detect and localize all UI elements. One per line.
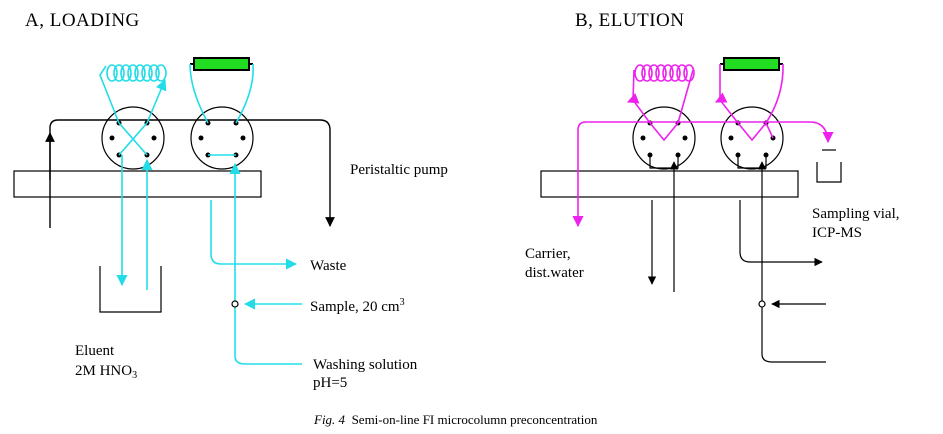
eluent-conc: 2M HNO3 (75, 363, 138, 381)
eluent-label: Eluent (75, 343, 115, 359)
carrier-label: Carrier, (525, 246, 571, 262)
valve-ports-b (640, 120, 776, 158)
black-loop-line-a (49, 119, 335, 228)
black-lines-b (647, 155, 826, 363)
valve-2-a (190, 106, 254, 170)
microcolumn-b (723, 57, 780, 71)
coil-a (106, 64, 167, 82)
cyan-loop-lines-a (99, 63, 254, 156)
sampling-vial-label: Sampling vial, (812, 206, 900, 222)
junction-a (231, 300, 239, 308)
coil-b (634, 64, 695, 82)
sampling-vial (816, 162, 842, 183)
panel-b-title: B, ELUTION (575, 10, 685, 31)
magenta-flow-b (572, 63, 829, 228)
carrier-water-label: dist.water (525, 265, 584, 281)
pump-bar-b (540, 170, 799, 198)
valve-1-b (632, 106, 696, 170)
eluent-vessel (99, 266, 162, 313)
pump-bar-a (13, 170, 262, 198)
waste-label: Waste (310, 258, 347, 274)
panel-a-loading (13, 57, 335, 365)
valve-2-b (720, 106, 784, 170)
waste-sample-lines-a (210, 162, 302, 365)
panel-b-elution (540, 57, 842, 363)
sample-label: Sample, 20 cm3 (310, 297, 405, 316)
eluent-tubes-a (116, 155, 153, 290)
pump-label: Peristaltic pump (350, 162, 448, 178)
panel-a-title: A, LOADING (25, 10, 140, 31)
washing-label: Washing solution (313, 357, 418, 373)
microcolumn-a (193, 57, 250, 71)
washing-ph: pH=5 (313, 375, 348, 391)
junction-b (758, 300, 766, 308)
figure-caption: Fig. 4 Semi-on-line FI microcolumn preco… (314, 412, 598, 427)
icp-ms-label: ICP-MS (812, 225, 863, 241)
valve-1-a (101, 106, 165, 170)
valve-ports-a (109, 120, 246, 158)
